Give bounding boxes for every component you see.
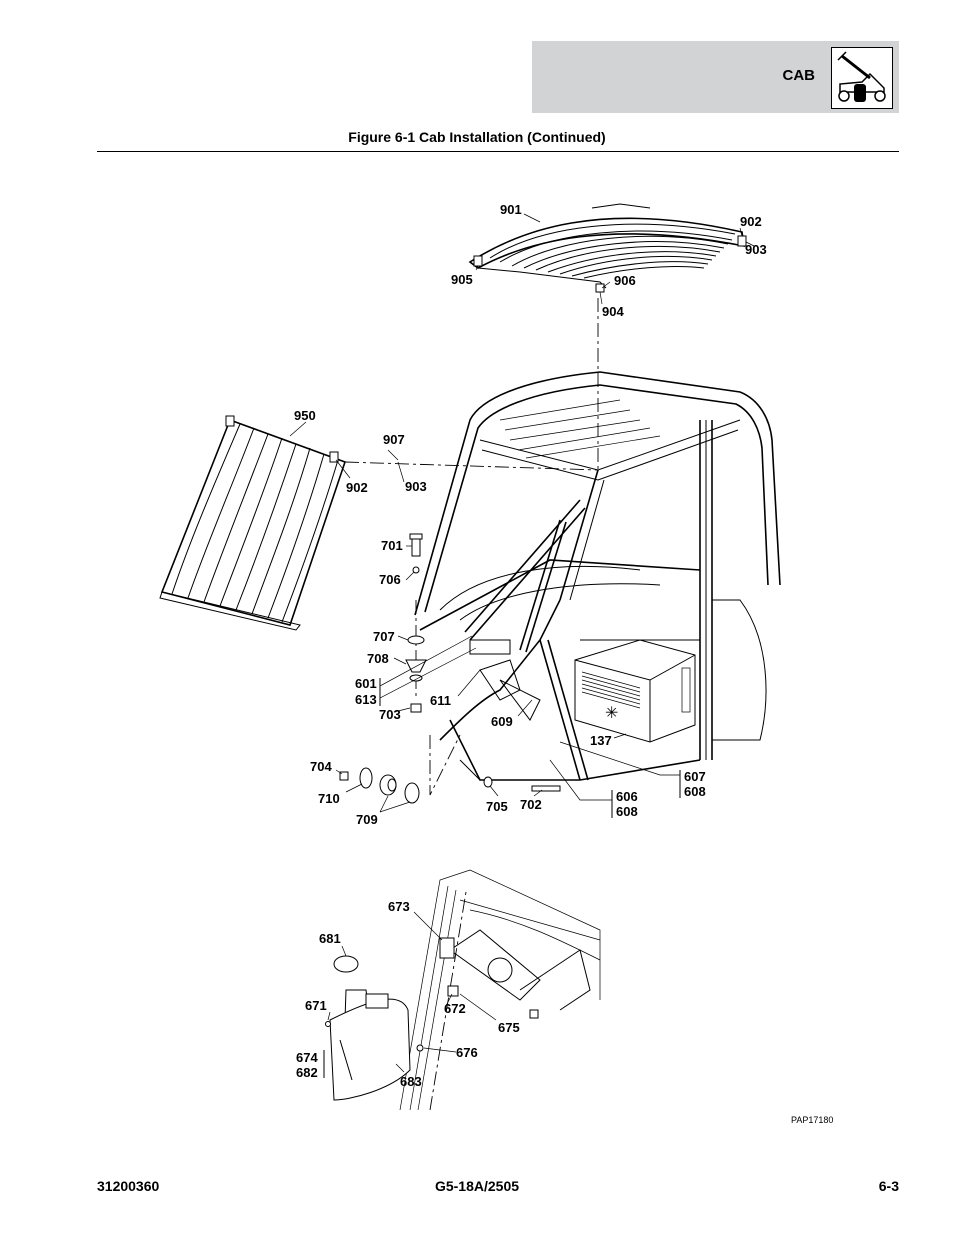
callout-906: 906 <box>614 273 636 288</box>
callout-708: 708 <box>367 651 389 666</box>
callout-682: 682 <box>296 1065 318 1080</box>
svg-text:✳: ✳ <box>605 703 618 722</box>
callout-676: 676 <box>456 1045 478 1060</box>
callout-137: 137 <box>590 733 612 748</box>
hardware-701-708 <box>405 533 427 713</box>
callout-606: 606 <box>616 789 638 804</box>
callout-brackets <box>323 678 681 1078</box>
callout-703: 703 <box>379 707 401 722</box>
callout-702: 702 <box>520 797 542 812</box>
header-rule <box>97 151 899 152</box>
callout-904: 904 <box>602 304 624 319</box>
footer-doc-number: 31200360 <box>97 1178 160 1194</box>
footer-model: G5-18A/2505 <box>434 1178 520 1194</box>
section-header: CAB <box>532 41 899 113</box>
leader-lines <box>289 213 755 1073</box>
callout-613: 613 <box>355 692 377 707</box>
callout-710: 710 <box>318 791 340 806</box>
wiper-assembly <box>464 499 586 721</box>
figure-title: Figure 6-1 Cab Installation (Continued) <box>348 129 606 145</box>
callout-901: 901 <box>500 202 522 217</box>
mount-hardware <box>339 767 561 804</box>
callout-681: 681 <box>319 931 341 946</box>
roof-guard <box>468 203 747 293</box>
callout-709: 709 <box>356 812 378 827</box>
callout-671: 671 <box>305 998 327 1013</box>
callout-903: 903 <box>405 479 427 494</box>
front-guard <box>159 415 347 631</box>
callout-683: 683 <box>400 1074 422 1089</box>
callout-907: 907 <box>383 432 405 447</box>
callout-902: 902 <box>346 480 368 495</box>
callout-704: 704 <box>310 759 332 774</box>
callout-675: 675 <box>498 1020 520 1035</box>
callout-609: 609 <box>491 714 513 729</box>
telehandler-icon <box>831 47 893 109</box>
callout-706: 706 <box>379 572 401 587</box>
callout-673: 673 <box>388 899 410 914</box>
callout-902: 902 <box>740 214 762 229</box>
heater-box: ✳ <box>574 639 696 743</box>
footer-page-number: 6-3 <box>878 1178 899 1194</box>
detail-view <box>325 869 601 1111</box>
callout-607: 607 <box>684 769 706 784</box>
callout-707: 707 <box>373 629 395 644</box>
callout-608: 608 <box>684 784 706 799</box>
callout-701: 701 <box>381 538 403 553</box>
callout-905: 905 <box>451 272 473 287</box>
section-label: CAB <box>782 67 816 84</box>
callout-950: 950 <box>294 408 316 423</box>
figure-number: PAP17180 <box>791 1115 833 1125</box>
callout-611: 611 <box>430 693 451 708</box>
callout-labels: 901 902 903 905 906 904 950 907 902 903 … <box>294 202 833 1125</box>
callout-674: 674 <box>296 1050 318 1065</box>
callout-608: 608 <box>616 804 638 819</box>
callout-705: 705 <box>486 799 508 814</box>
callout-903: 903 <box>745 242 767 257</box>
callout-601: 601 <box>355 676 377 691</box>
callout-672: 672 <box>444 1001 466 1016</box>
